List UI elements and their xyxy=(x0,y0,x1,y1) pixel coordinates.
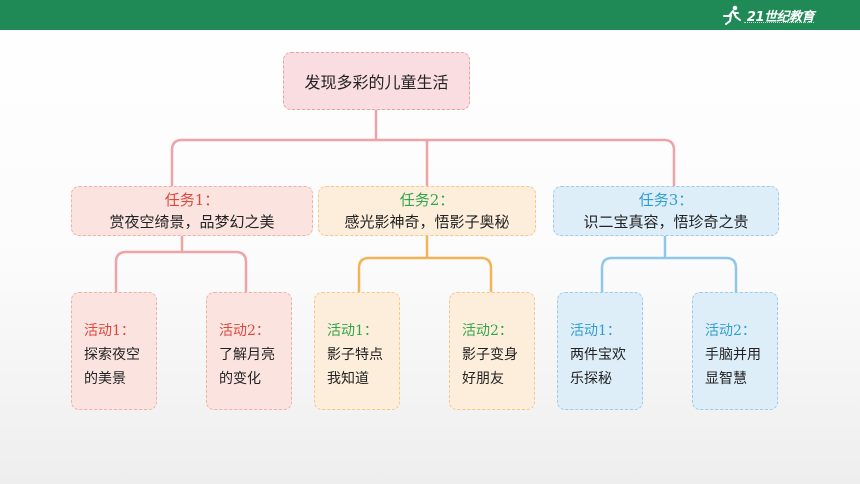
task-subtitle: 识二宝真容，悟珍奇之贵 xyxy=(583,213,749,231)
root-connector xyxy=(170,110,676,186)
activity-node-3-1: 活动1： 两件宝欢 乐探秘 xyxy=(557,292,643,410)
activity-node-2-1: 活动1： 影子特点 我知道 xyxy=(314,292,400,410)
root-label: 发现多彩的儿童生活 xyxy=(304,73,449,92)
task-node-3: 任务3： 识二宝真容，悟珍奇之贵 xyxy=(553,186,779,236)
activity-title: 活动1： xyxy=(327,323,378,339)
task-title: 任务1： xyxy=(164,191,220,209)
activity-node-2-2: 活动2： 影子变身 好朋友 xyxy=(449,292,535,410)
activity-title: 活动2： xyxy=(219,323,270,339)
task-subtitle: 感光影神奇，悟影子奥秘 xyxy=(344,213,510,231)
task-title: 任务2： xyxy=(399,191,455,209)
activity-line: 显智慧 xyxy=(705,371,747,387)
activity-title: 活动2： xyxy=(462,323,513,339)
logo-text: 21世纪教育 xyxy=(746,9,815,25)
activity-title: 活动1： xyxy=(84,323,135,339)
activity-line: 的美景 xyxy=(84,371,126,387)
task-node-1: 任务1： 赏夜空绮景，品梦幻之美 xyxy=(71,186,313,236)
header-bar: 21世纪教育 xyxy=(0,0,860,30)
activity-line: 两件宝欢 xyxy=(570,347,626,363)
activity-line: 我知道 xyxy=(327,371,369,387)
task-node-2: 任务2： 感光影神奇，悟影子奥秘 xyxy=(318,186,536,236)
activity-node-1-1: 活动1： 探索夜空 的美景 xyxy=(71,292,157,410)
logo-underline xyxy=(744,22,814,25)
activity-line: 探索夜空 xyxy=(84,347,140,363)
activity-title: 活动1： xyxy=(570,323,621,339)
runner-icon xyxy=(722,5,741,25)
activity-line: 的变化 xyxy=(219,371,261,387)
activity-line: 了解月亮 xyxy=(219,347,275,363)
task-subtitle: 赏夜空绮景，品梦幻之美 xyxy=(109,213,275,231)
activity-line: 好朋友 xyxy=(462,371,504,387)
task-title: 任务3： xyxy=(638,191,694,209)
activity-node-3-2: 活动2： 手脑并用 显智慧 xyxy=(692,292,778,410)
activity-title: 活动2： xyxy=(705,323,756,339)
task3-connector xyxy=(600,236,738,296)
activity-node-1-2: 活动2： 了解月亮 的变化 xyxy=(206,292,292,410)
root-node: 发现多彩的儿童生活 xyxy=(283,52,470,110)
task2-connector xyxy=(357,236,493,296)
activity-line: 手脑并用 xyxy=(705,347,761,363)
brand-logo: 21世纪教育 xyxy=(721,4,815,26)
activity-line: 乐探秘 xyxy=(570,371,612,387)
task1-connector xyxy=(114,236,248,292)
activity-line: 影子特点 xyxy=(327,347,383,363)
activity-line: 影子变身 xyxy=(462,347,518,363)
